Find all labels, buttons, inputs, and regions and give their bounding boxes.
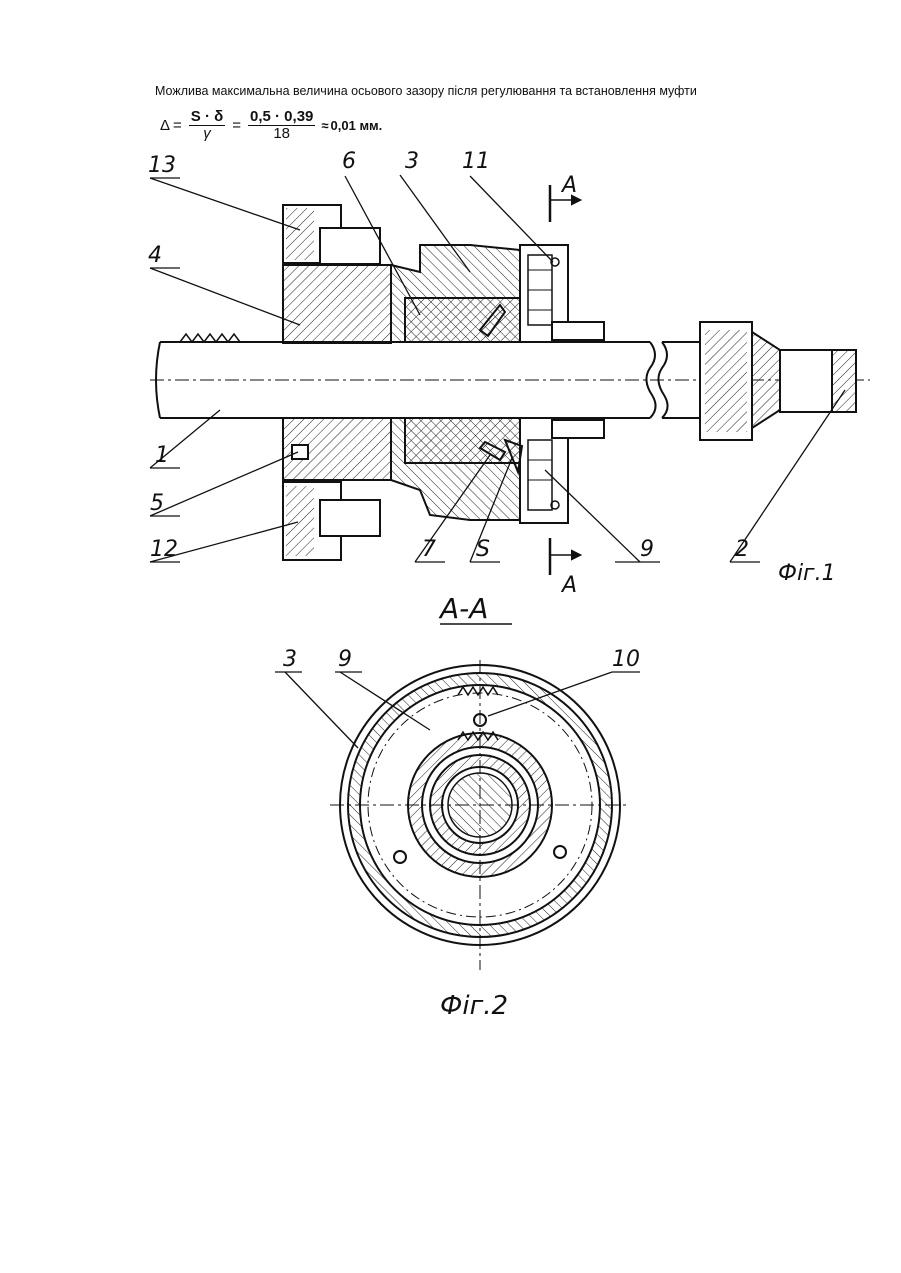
callout-2: 2 — [735, 537, 749, 562]
figure-2-drawing — [330, 660, 630, 970]
section-mark-bottom: A — [560, 573, 577, 598]
callout-3-fig2: 3 — [283, 647, 297, 672]
flange-upper — [283, 265, 391, 343]
callout-11: 11 — [462, 149, 490, 174]
section-title-a-a: A-A — [438, 592, 488, 625]
figure-1-caption: Фіг.1 — [778, 561, 836, 586]
callout-10-fig2: 10 — [612, 647, 640, 672]
section-mark-top: A — [560, 173, 577, 198]
callout-6: 6 — [342, 149, 356, 174]
callout-5: 5 — [150, 491, 164, 516]
callout-13: 13 — [148, 153, 176, 178]
figure-2-caption: Фіг.2 — [440, 991, 508, 1021]
callout-7: 7 — [422, 537, 436, 562]
callout-9: 9 — [640, 537, 654, 562]
callout-s: S — [476, 537, 490, 562]
callout-9-fig2: 9 — [338, 647, 352, 672]
callout-3: 3 — [405, 149, 419, 174]
figure-1-drawing — [150, 185, 870, 575]
callout-1: 1 — [155, 443, 169, 468]
part-6-upper — [405, 298, 525, 342]
callout-4: 4 — [148, 243, 162, 268]
callout-12: 12 — [150, 537, 178, 562]
shaft-splines — [180, 334, 240, 342]
